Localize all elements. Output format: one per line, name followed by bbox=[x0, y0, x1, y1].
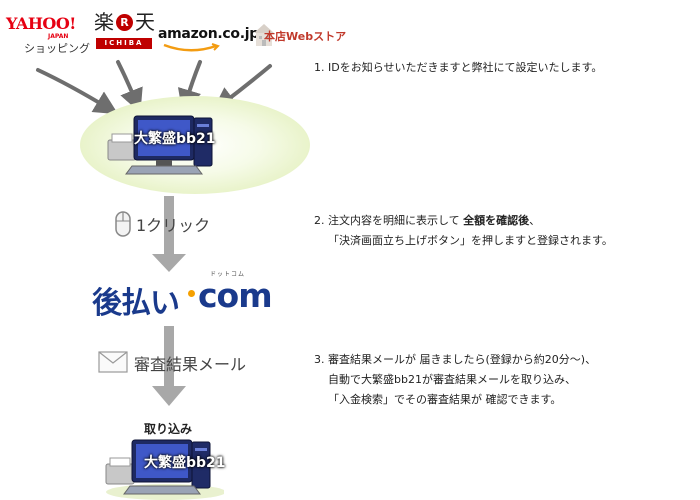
atobarai-logo-ruby: ドットコム bbox=[210, 271, 246, 278]
step-3-line-3: 「入金検索」でその審査結果が 確認できます。 bbox=[328, 393, 562, 406]
house-icon bbox=[254, 24, 274, 46]
mail-label: 審査結果メール bbox=[134, 355, 247, 374]
amazon-smile-icon bbox=[163, 43, 220, 52]
webstore-logo-text: 本店Webストア bbox=[264, 30, 347, 43]
step-2-line-2: 「決済画面立ち上げボタン」を押しますと登録されます。 bbox=[328, 234, 613, 247]
rakuten-ichiba-logo: 楽 R 天 ICHIBA bbox=[94, 10, 156, 58]
flow-arrow-1-shaft bbox=[164, 196, 174, 258]
atobarai-com-logo: 後払い ドットコム com bbox=[92, 271, 273, 322]
flow-arrow-2-shaft bbox=[164, 326, 174, 388]
click-label: 1クリック bbox=[136, 216, 211, 235]
atobarai-logo-com: com bbox=[198, 276, 273, 315]
amazon-logo: amazon.co.jp bbox=[158, 26, 259, 56]
flow-arrow-1-head bbox=[152, 254, 186, 272]
amazon-logo-text: amazon.co.jp bbox=[158, 26, 259, 42]
step-2-line-1c: 、 bbox=[529, 214, 541, 227]
yahoo-logo-sub: ショッピング bbox=[24, 42, 90, 55]
arrow-from-yahoo bbox=[36, 68, 119, 115]
step-3: 3. 審査結果メールが 届きましたら(登録から約20分～)、 自動で大繁盛bb2… bbox=[314, 350, 596, 410]
step-2-emphasis: 全額を確認後 bbox=[463, 214, 530, 227]
step-3-line-1: 3. 審査結果メールが 届きましたら(登録から約20分～)、 bbox=[314, 353, 597, 366]
step-3-line-2: 自動で大繁盛bb21が審査結果メールを取り込み、 bbox=[328, 373, 576, 386]
pc-icon-top bbox=[107, 115, 213, 175]
rakuten-char-2: 天 bbox=[135, 10, 155, 34]
flow-arrow-2-head bbox=[152, 386, 186, 406]
step-2: 2. 注文内容を明細に表示して 全額を確認後、 「決済画面立ち上げボタン」を押し… bbox=[314, 211, 613, 251]
yahoo-shopping-logo: YAHOO! JAPAN ショッピング bbox=[6, 14, 90, 58]
mouse-icon bbox=[115, 211, 131, 237]
webstore-logo: 本店Webストア bbox=[252, 22, 362, 52]
atobarai-logo-dot bbox=[188, 290, 195, 297]
step-1-line-1: 1. IDをお知らせいただきますと弊社にて設定いたします。 bbox=[314, 61, 603, 74]
pc-icon-bottom bbox=[105, 439, 224, 500]
rakuten-ichiba-bar: ICHIBA bbox=[96, 38, 152, 49]
yahoo-logo-japan: JAPAN bbox=[48, 33, 69, 40]
atobarai-logo-jp: 後払い bbox=[92, 286, 180, 321]
step-2-line-1: 2. 注文内容を明細に表示して 全額を確認後、 bbox=[314, 211, 613, 231]
rakuten-r-mark: R bbox=[116, 13, 133, 31]
step-1: 1. IDをお知らせいただきますと弊社にて設定いたします。 bbox=[314, 58, 602, 78]
mail-icon bbox=[98, 351, 128, 373]
yahoo-logo-word: YAHOO! bbox=[6, 14, 76, 33]
arrow-from-rakuten bbox=[116, 60, 143, 114]
step-2-line-1a: 2. 注文内容を明細に表示して bbox=[314, 214, 460, 227]
rakuten-char-1: 楽 bbox=[94, 10, 114, 34]
pc-label-bottom: 大繁盛bb21 bbox=[144, 455, 226, 471]
pc-label-top: 大繁盛bb21 bbox=[134, 131, 216, 147]
import-label: 取り込み bbox=[144, 422, 193, 436]
